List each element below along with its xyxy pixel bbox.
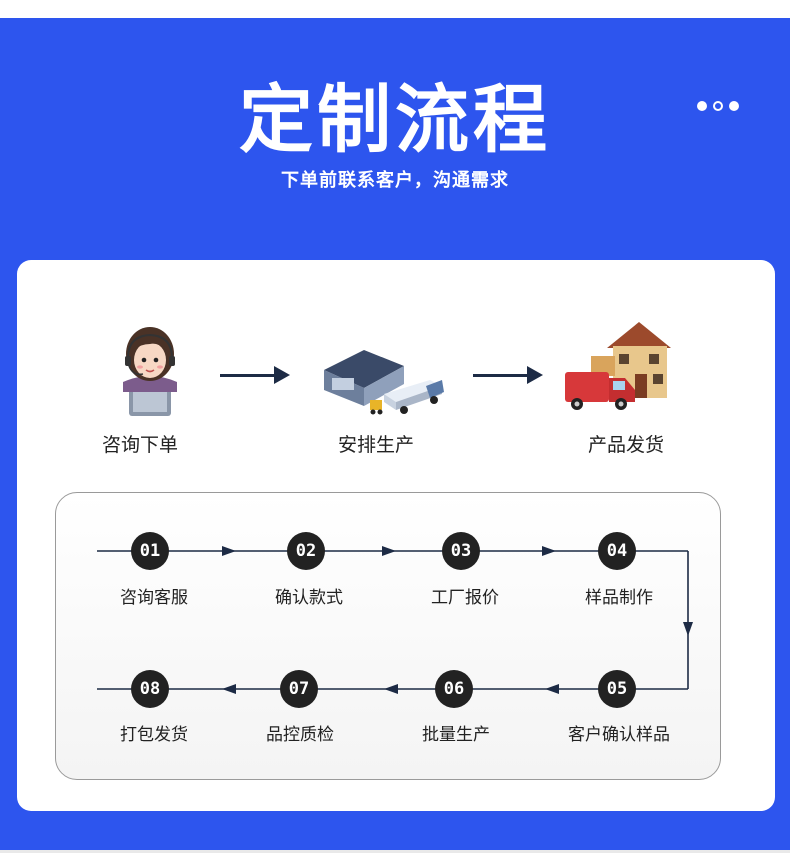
- top-strip: [0, 0, 790, 18]
- step-label-04: 样品制作: [585, 588, 653, 608]
- arrow-left-icon: [545, 684, 559, 694]
- page-subtitle: 下单前联系客户，沟通需求: [281, 170, 509, 191]
- bottom-strip: [0, 850, 790, 853]
- page-title: 定制流程: [239, 77, 551, 163]
- step-label-05: 客户确认样品: [568, 725, 670, 745]
- step-label-06: 批量生产: [422, 725, 490, 745]
- arrow-left-icon: [222, 684, 236, 694]
- factory-icon: [324, 350, 444, 415]
- step-label-03: 工厂报价: [431, 588, 499, 608]
- step-badge-02: 02: [287, 532, 325, 570]
- carousel-dots: [697, 101, 739, 111]
- delivery-icon: [565, 322, 671, 410]
- arrow-right-icon: [220, 366, 290, 384]
- arrow-down-icon: [683, 622, 693, 636]
- arrow-right-icon: [222, 546, 236, 556]
- stage-label-production: 安排生产: [338, 434, 415, 456]
- arrow-right-icon: [382, 546, 396, 556]
- dot-indicator[interactable]: [729, 101, 739, 111]
- step-label-08: 打包发货: [120, 725, 188, 745]
- step-label-02: 确认款式: [275, 588, 343, 608]
- step-badge-01: 01: [131, 532, 169, 570]
- customer-service-icon: [123, 327, 177, 416]
- dot-indicator[interactable]: [697, 101, 707, 111]
- step-label-07: 品控质检: [266, 725, 334, 745]
- step-badge-07: 07: [280, 670, 318, 708]
- dot-indicator[interactable]: [713, 101, 723, 111]
- step-label-01: 咨询客服: [120, 588, 188, 608]
- arrow-right-icon: [542, 546, 556, 556]
- step-badge-03: 03: [442, 532, 480, 570]
- step-badge-05: 05: [598, 670, 636, 708]
- stage-label-shipping: 产品发货: [588, 434, 665, 456]
- arrow-left-icon: [384, 684, 398, 694]
- step-badge-04: 04: [598, 532, 636, 570]
- stage-label-consult: 咨询下单: [102, 434, 179, 456]
- step-badge-08: 08: [131, 670, 169, 708]
- arrow-right-icon: [473, 366, 543, 384]
- step-badge-06: 06: [435, 670, 473, 708]
